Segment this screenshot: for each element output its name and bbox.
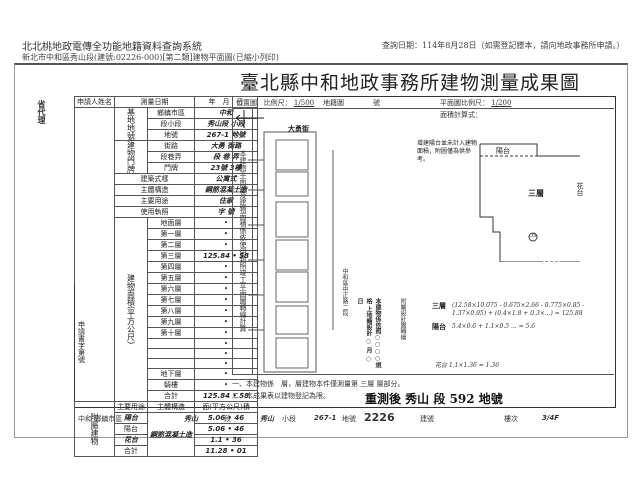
floor-label: 地面層	[147, 217, 195, 229]
survey-date-label: 測量日期	[114, 96, 195, 108]
calc-label-balcony: 陽台	[432, 322, 446, 331]
query-date: 查詢日期：114年8月28日（如需登記謄本，請向地政事務所申請。）	[382, 41, 625, 50]
footer-land-number-label: 地號	[342, 415, 356, 423]
floor-label: 第十層	[147, 327, 195, 339]
floor-label: 第八層	[147, 305, 195, 317]
handwritten-remark: 重測後 秀山 段 592 地號	[365, 392, 503, 406]
location-map-label: 位置圖	[236, 99, 257, 107]
sheet-label: 號	[372, 99, 380, 107]
row-label: 主體構造	[114, 184, 195, 196]
column-divider	[232, 96, 233, 374]
footer-building-number-value: 2226	[364, 411, 395, 424]
floor-label: 第二層	[147, 239, 195, 251]
plan-scale-value: 1/200	[491, 99, 512, 107]
building-info-table: 申請人姓名 測量日期 年 月 日 基地地號 鄉鎮市區 中和 段小段 秀山段 小段…	[74, 96, 258, 457]
road-note: 中和區中正路二段	[341, 268, 348, 316]
row-label: 段小段	[147, 118, 195, 130]
floor-label: 騎樓	[147, 379, 195, 391]
footer-section-label: 段	[224, 415, 231, 423]
footer-sheet-value: 3/4F	[542, 414, 560, 422]
certification-note: 本建物係依照○○○○規格 上地籍設計 ○ 月 ○ 日	[356, 298, 381, 368]
location-map-drawing	[248, 131, 334, 373]
notes: 一、本建物係 層，層建物本件僅測量第 三層 層部分。 二、本成果表以建物登記為限…	[232, 378, 404, 402]
footer-subsection-value: 秀山	[260, 415, 274, 423]
row-label: 段巷弄	[147, 151, 195, 163]
row-label: 主要用途	[114, 195, 195, 207]
column-divider	[252, 108, 253, 374]
annex-group: 附屬建物	[74, 401, 115, 457]
floor-plan-drawing	[479, 143, 580, 262]
calc-flower: 花台 1.1×1.36 = 1.36	[435, 362, 500, 369]
road-label: 大勇街	[288, 124, 309, 133]
annex-use: 合計	[114, 445, 148, 457]
circle-number: 35	[530, 233, 537, 239]
main-floor-label: 三層	[528, 188, 544, 198]
annex-area: 1.1 • 36	[194, 434, 258, 446]
flower-bed-label: 花台	[576, 182, 584, 196]
row-label: 門牌	[147, 162, 195, 174]
side-label: 省代理	[37, 100, 47, 124]
location-vertical-note: 本建物平面圖及建物面積係依使用執照竣工平面圖轉繪計算	[239, 150, 247, 332]
location-scale-value: 1/500	[293, 99, 315, 107]
location-map-header: 位置圖 比例尺： 1/500 地籍圖 號	[236, 98, 380, 108]
area-formula-label: 面積計算式：	[440, 111, 482, 119]
note-1: 一、本建物係 層，層建物本件僅測量第 三層 層部分。	[232, 380, 405, 388]
address-group: 建物門牌	[114, 140, 148, 174]
plan-scale-label: 平面圖比例尺：	[440, 99, 489, 107]
design-note: 附屬設計圖轉繪	[399, 298, 406, 340]
applicant-label: 申請人姓名	[74, 96, 115, 108]
annex-header: 主要用途	[114, 401, 148, 413]
annex-area: 11.28 • 01	[194, 445, 258, 457]
parcel-map-label: 地籍圖	[323, 99, 345, 107]
row-label: 地號	[147, 129, 195, 141]
note-2: 二、本成果表以建物登記為限。	[232, 392, 330, 400]
row-divider	[232, 374, 614, 375]
row-label: 建築式樣	[114, 173, 195, 185]
footer-section-value: 秀山	[184, 415, 198, 423]
document-title: 臺北縣中和地政事務所建物測量成果圖	[240, 72, 581, 94]
calc-label-main: 三層	[432, 301, 446, 310]
floor-label: 第六層	[147, 283, 195, 295]
annex-structure: 鋼筋混凝土造	[147, 412, 195, 457]
floor-plan-note: 增建陽台並未計入建物面積，附圖僅為供參考。	[417, 140, 478, 163]
document-frame	[14, 63, 628, 438]
annex-use: 花台	[114, 434, 148, 446]
floor-label: 第五層	[147, 272, 195, 284]
calc-balcony: 5.4×0.6 + 1.1×0.5 ... = 5.6	[452, 323, 536, 330]
footer-subsection-label: 小段	[282, 415, 296, 423]
floor-label: 第四層	[147, 261, 195, 273]
calc-main: (12.58×10.075 - 0.675×2.66 - 0.775×0.85 …	[452, 302, 585, 317]
floor-label	[147, 338, 195, 349]
floor-label	[147, 348, 195, 359]
row-label: 鄉鎮市區	[147, 107, 195, 119]
footer-sheet-label: 樓次	[504, 415, 518, 423]
north-arrow-icon	[236, 110, 264, 128]
floor-plan-header: 平面圖比例尺： 1/200	[440, 98, 511, 108]
row-label: 街路	[147, 140, 195, 152]
floor-label: 第三層	[147, 250, 195, 262]
annex-area: 5.06 • 46	[194, 423, 258, 435]
footer-township: 中和 鄉鎮市區	[78, 415, 123, 423]
row-divider	[232, 108, 614, 109]
document-subtitle: 新北市中和區秀山段(建號:02226-000)[第二類]建物平面圖(已縮小列印)	[22, 53, 279, 62]
base-lot-group: 基地地號	[114, 107, 148, 141]
floor-label: 合計	[147, 390, 195, 402]
footer-building-number-label: 建號	[420, 415, 434, 423]
floor-label: 第一層	[147, 228, 195, 240]
annex-header: 主體構造	[147, 401, 195, 413]
system-title: 北北桃地政電傳全功能地籍資料查詢系統	[22, 42, 202, 53]
floor-label: 第九層	[147, 316, 195, 328]
floor-label: 地下層	[147, 368, 195, 380]
floor-label	[147, 358, 195, 369]
footer-land-number-value: 267-1	[314, 414, 337, 422]
applicant-number-label: 申請書字第號	[77, 321, 86, 364]
floor-area-group: 建物面積(平方公尺)	[114, 217, 148, 402]
annex-use: 陽台	[114, 423, 148, 435]
annex-header: 面(平方公尺)積	[194, 401, 258, 413]
floor-label: 第七層	[147, 294, 195, 306]
row-label: 使用執照	[114, 206, 195, 218]
location-scale-label: 比例尺：	[263, 99, 292, 107]
balcony-label: 陽台	[496, 147, 510, 155]
